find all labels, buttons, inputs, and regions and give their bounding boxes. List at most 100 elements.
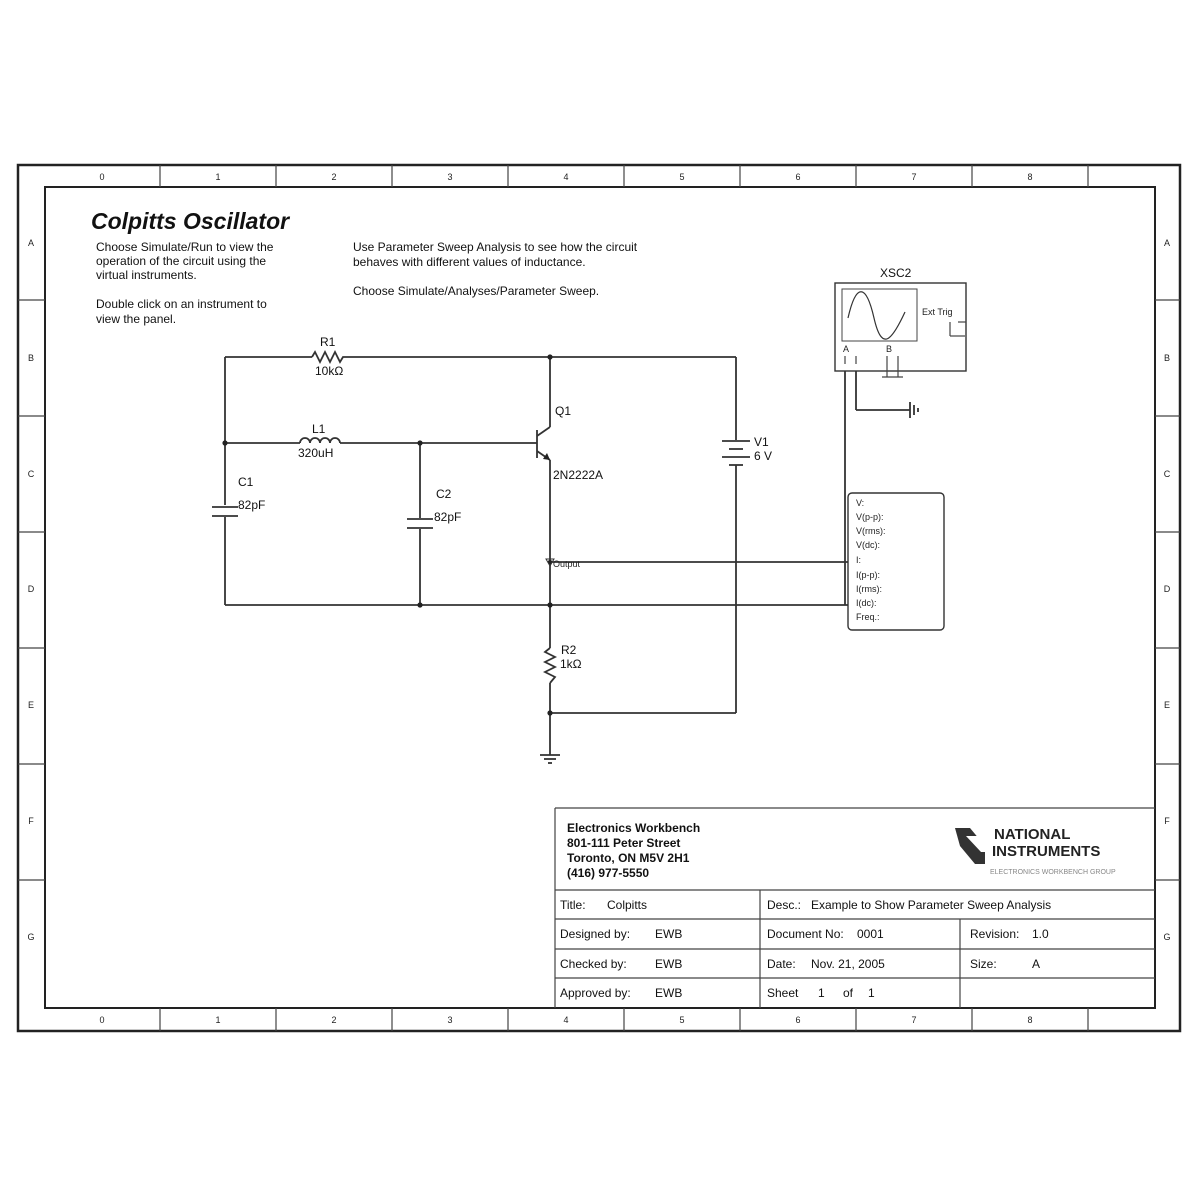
company-address: Electronics Workbench 801-111 Peter Stre…	[567, 821, 700, 880]
size-value: A	[1032, 957, 1040, 971]
row-label-right: G	[1163, 932, 1170, 942]
probe-line: I(rms):	[856, 584, 882, 594]
v1-battery[interactable]: V1 6 V	[722, 435, 772, 466]
probe-line: Freq.:	[856, 612, 880, 622]
desc-label: Desc.:	[767, 898, 801, 912]
document-label: Document No:	[767, 927, 844, 941]
l1-inductor[interactable]: L1 320uH	[298, 422, 341, 460]
r1-resistor[interactable]: R1 10kΩ	[311, 335, 346, 378]
checked-value: EWB	[655, 957, 682, 971]
row-zone-markers: A B C D E F G A B C D E F G	[18, 238, 1180, 942]
scope-channel-b: B	[886, 344, 892, 354]
logo-line2: INSTRUMENTS	[992, 843, 1100, 860]
q1-transistor[interactable]: Q1 2N2222A	[530, 404, 603, 482]
col-label-bottom: 2	[331, 1015, 336, 1025]
row-label-left: F	[28, 816, 34, 826]
probe-line: V(rms):	[856, 526, 886, 536]
note-line: operation of the circuit using the	[96, 254, 266, 268]
q1-value: 2N2222A	[553, 468, 603, 482]
col-label-bottom: 7	[911, 1015, 916, 1025]
oscilloscope-xsc2[interactable]: XSC2 Ext Trig A B	[834, 266, 967, 378]
col-label-top: 5	[679, 172, 684, 182]
row-label-left: B	[28, 353, 34, 363]
title-value: Colpitts	[607, 898, 647, 912]
measurement-probe[interactable]: V: V(p-p): V(rms): V(dc): I: I(p-p): I(r…	[847, 492, 945, 631]
title-block: Electronics Workbench 801-111 Peter Stre…	[554, 807, 1155, 1008]
row-label-right: C	[1164, 469, 1171, 479]
designed-value: EWB	[655, 927, 682, 941]
scope-terminals-icon	[844, 321, 966, 378]
revision-label: Revision:	[970, 927, 1019, 941]
probe-line: I:	[856, 555, 861, 565]
title-label: Title:	[560, 898, 586, 912]
size-label: Size:	[970, 957, 997, 971]
row-label-left: A	[28, 238, 34, 248]
sheet-total: 1	[868, 986, 875, 1000]
row-label-left: C	[28, 469, 35, 479]
instructions-right: Use Parameter Sweep Analysis to see how …	[353, 240, 638, 298]
probe-line: V(p-p):	[856, 512, 884, 522]
q1-ref: Q1	[555, 404, 571, 418]
c1-value: 82pF	[238, 498, 265, 512]
row-label-right: E	[1164, 700, 1170, 710]
col-label-top: 0	[99, 172, 104, 182]
col-label-bottom: 1	[215, 1015, 220, 1025]
note-line: view the panel.	[96, 312, 176, 326]
r2-resistor[interactable]: R2 1kΩ	[542, 643, 582, 684]
probe-line: V:	[856, 498, 864, 508]
col-label-bottom: 4	[563, 1015, 568, 1025]
r1-ref: R1	[320, 335, 336, 349]
revision-value: 1.0	[1032, 927, 1049, 941]
circuit-wires	[224, 356, 910, 755]
company-line: Electronics Workbench	[567, 821, 700, 835]
inner-border	[44, 186, 1156, 1009]
designed-label: Designed by:	[560, 927, 630, 941]
company-line: (416) 977-5550	[567, 866, 649, 880]
probe-line: I(p-p):	[856, 570, 880, 580]
l1-value: 320uH	[298, 446, 333, 460]
col-label-top: 1	[215, 172, 220, 182]
date-label: Date:	[767, 957, 796, 971]
scope-ext-trig: Ext Trig	[922, 307, 953, 317]
outer-border	[16, 163, 1182, 1033]
note-line: Choose Simulate/Analyses/Parameter Sweep…	[353, 284, 599, 298]
row-label-right: F	[1164, 816, 1170, 826]
svg-text:Output: Output	[553, 559, 581, 569]
scope-ref: XSC2	[880, 266, 912, 280]
note-line: virtual instruments.	[96, 268, 197, 282]
sheet-value: 1	[818, 986, 825, 1000]
col-label-bottom: 5	[679, 1015, 684, 1025]
row-label-right: D	[1164, 584, 1171, 594]
c2-value: 82pF	[434, 510, 461, 524]
r1-value: 10kΩ	[315, 364, 343, 378]
c2-capacitor[interactable]: C2 82pF	[407, 487, 461, 529]
col-label-top: 6	[795, 172, 800, 182]
logo-line1: NATIONAL	[994, 826, 1070, 843]
sheet-label: Sheet	[767, 986, 799, 1000]
output-net-label: Output	[545, 558, 581, 569]
page-title: Colpitts Oscillator	[91, 208, 290, 234]
col-label-top: 3	[447, 172, 452, 182]
row-label-right: A	[1164, 238, 1170, 248]
of-label: of	[843, 986, 854, 1000]
note-line: Choose Simulate/Run to view the	[96, 240, 274, 254]
col-label-top: 8	[1027, 172, 1032, 182]
c1-capacitor[interactable]: C1 82pF	[212, 475, 265, 517]
v1-ref: V1	[754, 435, 769, 449]
date-value: Nov. 21, 2005	[811, 957, 885, 971]
document-value: 0001	[857, 927, 884, 941]
c1-ref: C1	[238, 475, 254, 489]
col-label-bottom: 3	[447, 1015, 452, 1025]
scope-ground-icon	[909, 402, 919, 418]
c2-ref: C2	[436, 487, 452, 501]
col-label-bottom: 0	[99, 1015, 104, 1025]
v1-value: 6 V	[754, 449, 772, 463]
scope-channel-a: A	[843, 344, 849, 354]
checked-label: Checked by:	[560, 957, 627, 971]
company-line: 801-111 Peter Street	[567, 836, 680, 850]
row-label-left: D	[28, 584, 35, 594]
company-line: Toronto, ON M5V 2H1	[567, 851, 690, 865]
logo-line3: ELECTRONICS WORKBENCH GROUP	[990, 869, 1116, 876]
col-label-bottom: 6	[795, 1015, 800, 1025]
approved-label: Approved by:	[560, 986, 631, 1000]
